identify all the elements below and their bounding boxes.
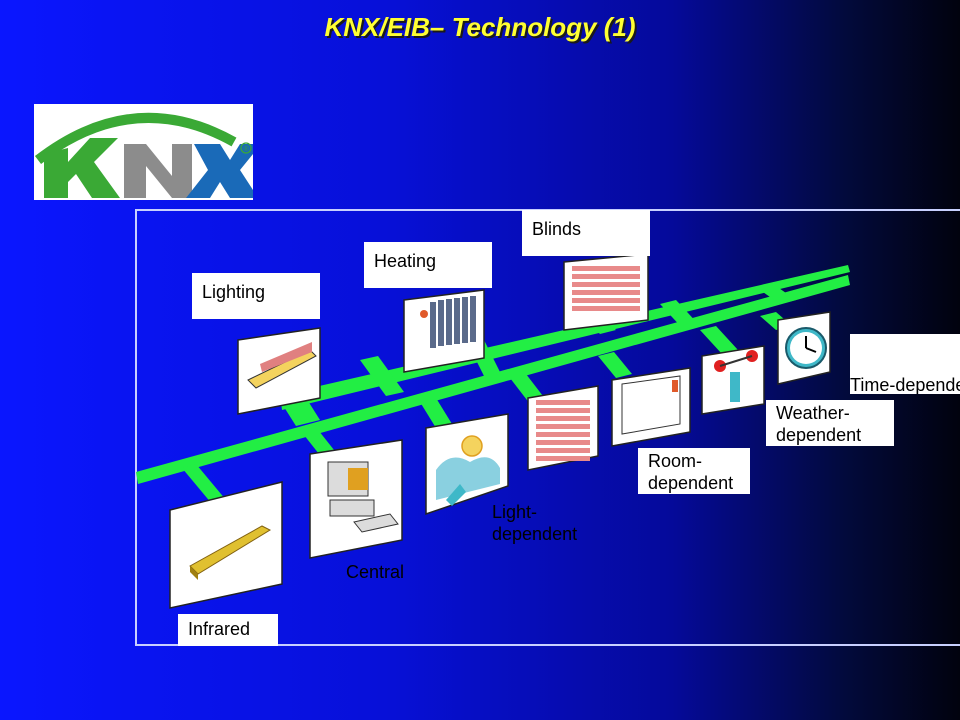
infrared-sensor-icon xyxy=(169,481,283,609)
label-weather-dependent: Weather- dependent xyxy=(766,400,894,446)
blind-icon xyxy=(563,253,649,331)
weather-station-icon xyxy=(701,345,765,415)
sun-icon xyxy=(425,413,509,516)
label-blinds: Blinds xyxy=(522,210,650,256)
label-room-dependent: Room- dependent xyxy=(638,448,750,494)
label-central: Central xyxy=(346,562,405,582)
lamp-icon xyxy=(237,327,321,415)
knx-logo: ® xyxy=(34,104,253,200)
clock-icon xyxy=(777,311,831,385)
blind-icon-lower xyxy=(527,385,599,471)
registered-mark: ® xyxy=(244,145,250,153)
label-heating: Heating xyxy=(364,242,492,288)
label-infrared: Infrared xyxy=(178,614,278,646)
radiator-icon xyxy=(403,289,485,373)
knx-logo-mark: ® xyxy=(34,113,253,198)
slide-title: KNX/EIB– Technology (1) xyxy=(324,12,636,42)
room-sensor-icon xyxy=(611,367,691,447)
label-light-dependent: Light- dependent xyxy=(492,502,578,544)
bus-line-upper xyxy=(280,265,850,410)
computer-icon xyxy=(309,439,403,559)
label-lighting: Lighting xyxy=(192,273,320,319)
label-time-dependent: Time-dependent xyxy=(850,375,960,394)
